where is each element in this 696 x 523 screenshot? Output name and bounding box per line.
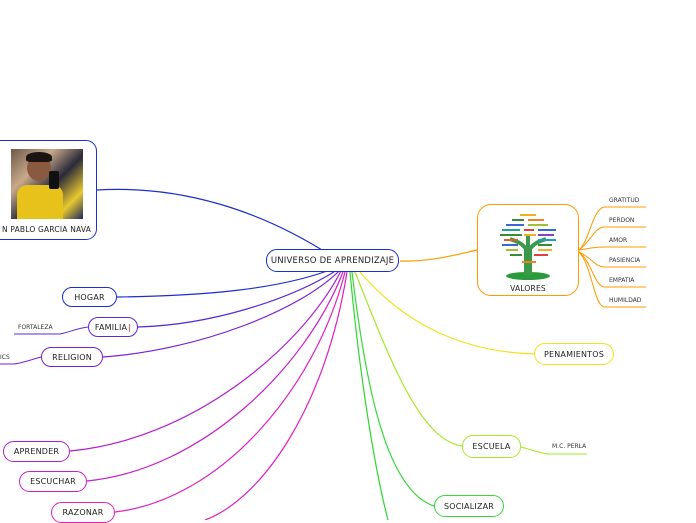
link-center-escuchar	[86, 271, 344, 482]
penamientos-node[interactable]: PENAMIENTOS	[534, 343, 614, 365]
link-escuela-perla	[520, 446, 549, 455]
person-hair	[25, 152, 52, 162]
person-shirt	[16, 185, 63, 219]
socializar-node[interactable]: SOCIALIZAR	[434, 495, 504, 517]
familia-label: FAMILIA	[94, 322, 128, 332]
link-religion-ics	[13, 356, 42, 365]
link-center-escuela	[354, 271, 463, 447]
link-center-hogar	[116, 267, 336, 298]
person-photo	[10, 149, 83, 219]
valores-node[interactable]: VALORES	[477, 204, 579, 296]
link-center-socializar	[351, 271, 435, 507]
link-valores-amor	[578, 246, 605, 251]
escuela-child-perla[interactable]: M.C. PERLA	[552, 443, 587, 450]
link-familia-fortaleza	[59, 326, 89, 335]
link-center-offscreen-2	[349, 271, 389, 520]
link-center-aprender	[69, 270, 342, 452]
phone-icon	[48, 171, 59, 189]
link-valores-gratitud	[578, 206, 605, 251]
valor-amor[interactable]: AMOR	[609, 237, 628, 244]
link-valores-empatia	[578, 251, 605, 288]
value-tree-icon	[500, 214, 556, 280]
familia-node[interactable]: FAMILIA|	[88, 317, 138, 337]
escuchar-node[interactable]: ESCUCHAR	[19, 471, 87, 492]
hogar-node[interactable]: HOGAR	[62, 287, 117, 307]
religion-child[interactable]: ICS	[0, 354, 10, 361]
link-valores-pasiencia	[578, 251, 605, 268]
link-center-person	[96, 188, 331, 256]
link-center-penamientos	[359, 271, 535, 355]
link-center-razonar	[114, 271, 346, 513]
person-node[interactable]: N PABLO GARCIA NAVA	[0, 140, 97, 240]
valores-label: VALORES	[510, 284, 546, 293]
valor-empatia[interactable]: EMPATIA	[609, 277, 635, 284]
link-center-religion	[102, 270, 340, 358]
link-center-familia	[137, 269, 338, 328]
person-name: N PABLO GARCIA NAVA	[1, 225, 92, 234]
familia-cursor: |	[128, 322, 132, 332]
link-center-offscreen-1	[204, 271, 348, 520]
religion-node[interactable]: RELIGION	[41, 347, 103, 367]
link-valores-perdon	[578, 226, 605, 251]
valor-pasiencia[interactable]: PASIENCIA	[609, 257, 641, 264]
familia-child-fortaleza[interactable]: FORTALEZA	[18, 324, 53, 331]
link-center-valores	[399, 249, 478, 262]
link-valores-humildad	[578, 251, 605, 308]
aprender-node[interactable]: APRENDER	[3, 441, 70, 462]
valor-gratitud[interactable]: GRATITUD	[609, 197, 640, 204]
valor-perdon[interactable]: PERDON	[609, 217, 635, 224]
escuela-node[interactable]: ESCUELA	[462, 435, 521, 458]
center-node[interactable]: UNIVERSO DE APRENDIZAJE	[266, 249, 399, 272]
valor-humildad[interactable]: HUMILDAD	[609, 297, 642, 304]
